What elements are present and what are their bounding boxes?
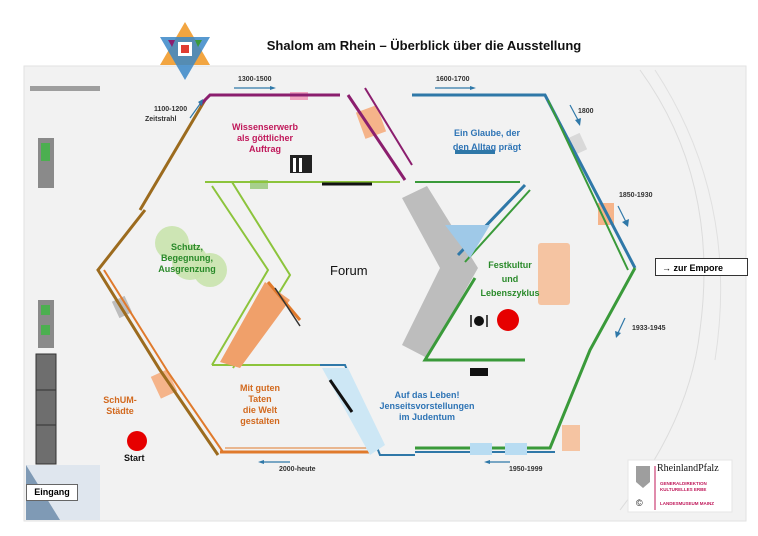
background-architecture bbox=[619, 69, 705, 511]
timeline-wall bbox=[198, 93, 340, 107]
era-label: 2000-heute bbox=[279, 466, 316, 473]
wall-panels bbox=[35, 353, 57, 465]
theme-glaube: Ein Glaube, der den Alltag prägt bbox=[452, 128, 522, 152]
era-label: 1850-1930 bbox=[619, 192, 653, 199]
empore-link[interactable]: → zur Empore bbox=[655, 258, 748, 276]
timeline-wall bbox=[412, 93, 637, 269]
era-label: 1800 bbox=[578, 108, 594, 115]
era-label: 1950-1999 bbox=[509, 466, 543, 473]
timeline-wall bbox=[96, 209, 220, 456]
era-label: 1100-1200 bbox=[154, 106, 188, 113]
rlp-logo-line3: LANDESMUSEUM MAINZ bbox=[660, 501, 714, 506]
era-label: 1300-1500 bbox=[238, 76, 272, 83]
forum-label: Forum bbox=[330, 263, 368, 278]
exhibit-block bbox=[150, 369, 178, 399]
rlp-logo-line2: KULTURELLES ERBE bbox=[660, 487, 707, 492]
exhibit-block bbox=[355, 105, 387, 139]
exhibit-ramp bbox=[220, 282, 290, 368]
page-title: Shalom am Rhein – Überblick über die Aus… bbox=[266, 38, 582, 53]
exhibit-block bbox=[538, 243, 570, 305]
exhibit-bar bbox=[455, 150, 495, 154]
era-label: 1933-1945 bbox=[632, 325, 666, 332]
exhibit-block bbox=[562, 425, 580, 451]
dining-icon bbox=[474, 316, 484, 326]
rlp-logo-line1: GENERALDIREKTION bbox=[660, 481, 707, 486]
coat-of-arms-icon bbox=[636, 466, 650, 488]
timeline-label: Zeitstrahl bbox=[145, 116, 177, 123]
theme-schutz: Schutz, Begegnung, Ausgrenzung bbox=[158, 242, 216, 274]
exhibition-logo-icon bbox=[160, 22, 210, 80]
era-label: 1600-1700 bbox=[436, 76, 470, 83]
theme-leben: Auf das Leben! Jenseitsvorstellungen im … bbox=[379, 390, 475, 422]
start-label: Start bbox=[124, 453, 145, 463]
inner-wall bbox=[211, 185, 270, 366]
entrance-label: Eingang bbox=[26, 484, 78, 501]
theme-wissenserwerb: Wissenserwerb als göttlicher Auftrag bbox=[232, 122, 298, 154]
rlp-logo-name: RheinlandPfalz bbox=[657, 463, 719, 474]
red-dot-marker bbox=[497, 309, 519, 331]
theme-taten: Mit guten Taten die Welt gestalten bbox=[240, 383, 280, 426]
start-marker bbox=[127, 431, 147, 451]
exhibit-circle bbox=[193, 253, 227, 287]
forum-wall bbox=[402, 186, 478, 358]
timeline-wall bbox=[138, 99, 207, 211]
copyright-symbol: © bbox=[636, 498, 643, 508]
exhibit-triangle bbox=[445, 225, 490, 258]
theme-schum: SchUM- Städte bbox=[103, 395, 137, 416]
wall-segment bbox=[30, 86, 100, 91]
theme-festkultur: Festkultur und Lebenszyklus bbox=[480, 260, 540, 298]
